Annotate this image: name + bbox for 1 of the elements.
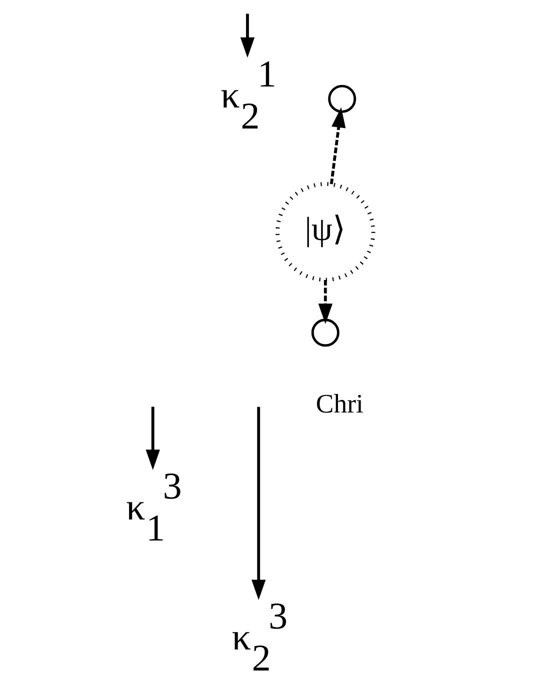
label: Chri bbox=[315, 388, 363, 418]
